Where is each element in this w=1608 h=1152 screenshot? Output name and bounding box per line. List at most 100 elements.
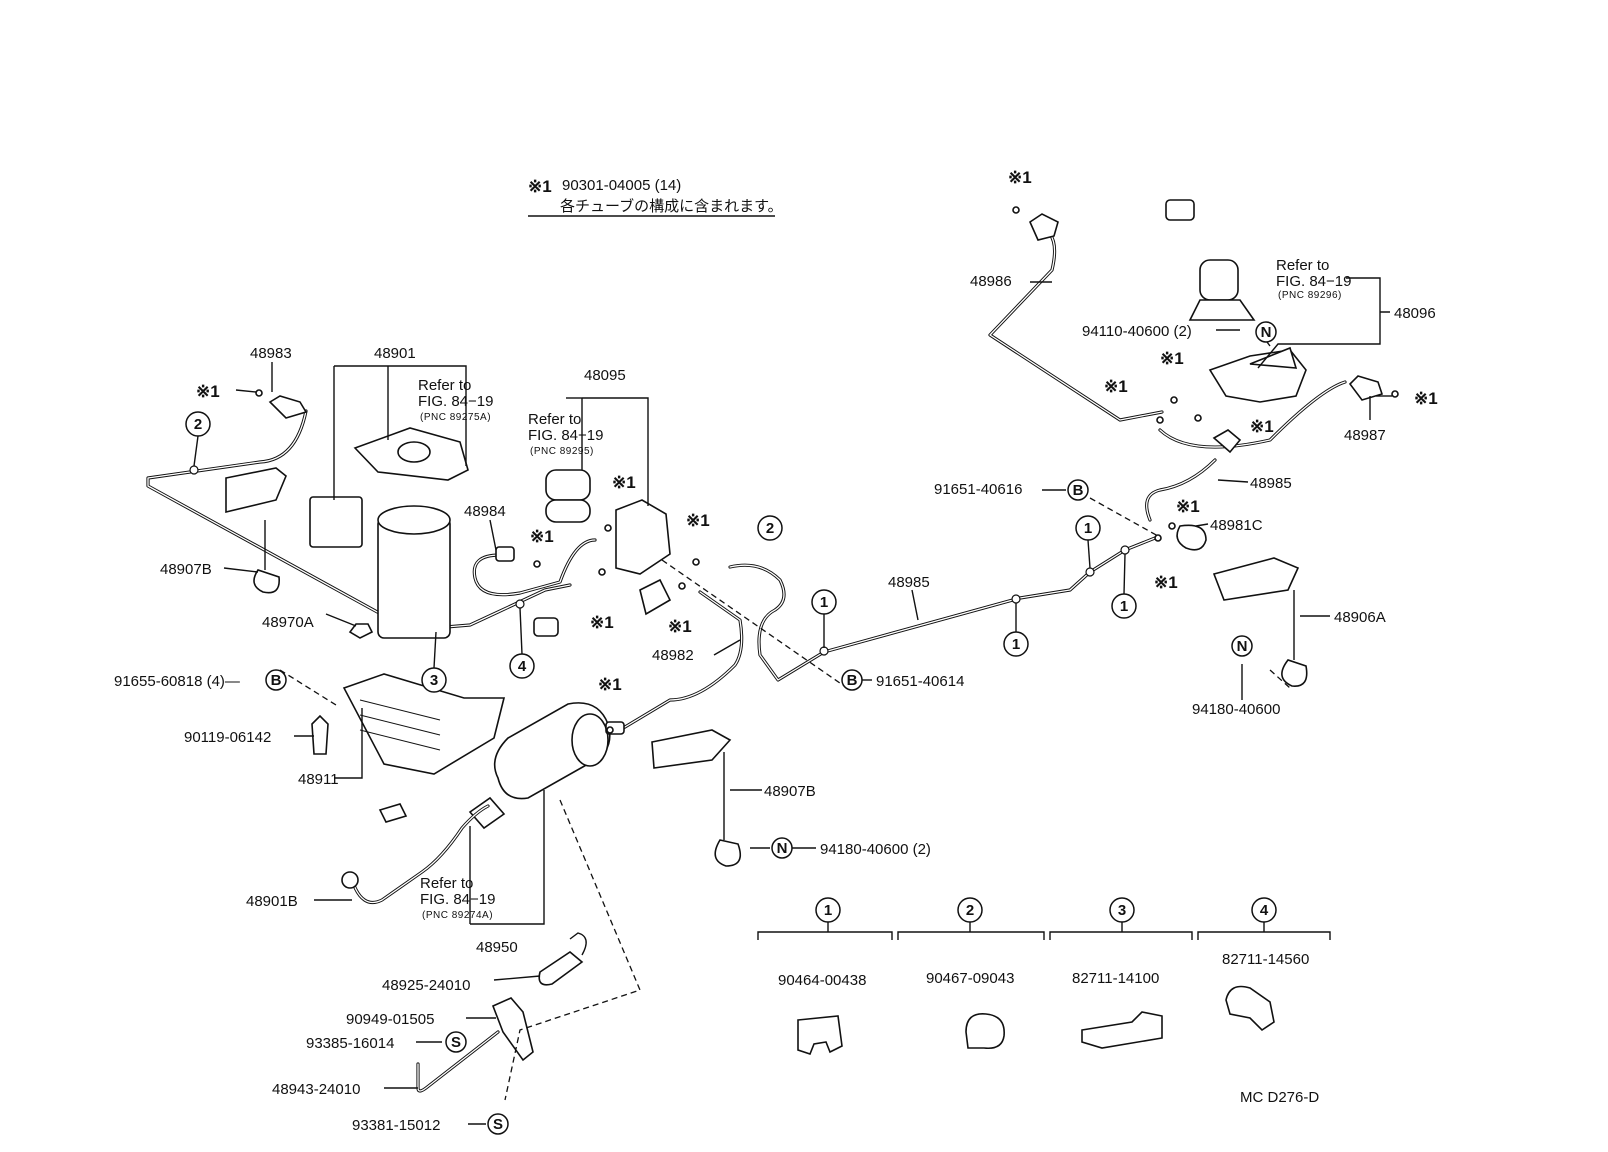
clamp-node <box>515 599 525 609</box>
svg-text:1: 1 <box>820 594 828 611</box>
svg-text:N: N <box>1261 324 1272 341</box>
valve-body-48095 <box>615 499 671 575</box>
svg-text:Refer to: Refer to <box>420 875 473 892</box>
label-48970a: 48970A <box>262 614 314 631</box>
svg-text:2: 2 <box>194 416 202 433</box>
accumulator-48901 <box>377 517 451 639</box>
kome-markers: ※1 ※1 ※1 ※1 ※1 ※1 ※1 ※1 ※1 ※1 ※1 ※1 ※1 ※… <box>196 168 1438 694</box>
note-mark: ※1 <box>528 177 552 196</box>
clamp-col-2: 2 90467-09043 <box>897 897 1045 1050</box>
note-part-number: 90301-04005 (14) <box>562 177 681 194</box>
connector-48950 <box>378 803 408 823</box>
clamp-col-3: 3 82711-14100 <box>1049 897 1193 1049</box>
connector-48096 <box>1165 199 1195 221</box>
svg-text:B: B <box>847 672 858 689</box>
kome1-marker: ※1 <box>196 382 220 401</box>
clamp-ref-1: 1 <box>1111 593 1137 619</box>
kome1-marker: ※1 <box>612 473 636 492</box>
label-48985-mid: 48985 <box>888 574 930 591</box>
clamp-part-1: 90464-00438 <box>778 972 866 989</box>
kome1-marker: ※1 <box>1250 417 1274 436</box>
svg-text:S: S <box>451 1034 461 1051</box>
svg-text:3: 3 <box>1118 902 1126 919</box>
svg-text:3: 3 <box>430 672 438 689</box>
svg-text:FIG. 84−19: FIG. 84−19 <box>420 891 495 908</box>
clamp-ref-1: 1 <box>811 589 837 615</box>
svg-text:FIG. 84−19: FIG. 84−19 <box>418 393 493 410</box>
label-48986: 48986 <box>970 273 1012 290</box>
svg-text:1: 1 <box>1084 520 1092 537</box>
sensor-48984 <box>495 546 515 562</box>
label-48985-right: 48985 <box>1250 475 1292 492</box>
sensor-48987 <box>1348 375 1384 401</box>
clamp-node <box>1011 594 1021 604</box>
label-94180-right: 94180-40600 <box>1192 701 1280 718</box>
svg-text:N: N <box>1237 638 1248 655</box>
letter-circles: B B B N N N S S <box>265 321 1277 1135</box>
label-48981c: 48981C <box>1210 517 1263 534</box>
leader-lines <box>223 277 1392 1125</box>
clamp-90949 <box>491 997 534 1062</box>
label-48950: 48950 <box>476 939 518 956</box>
label-48987: 48987 <box>1344 427 1386 444</box>
kome1-marker: ※1 <box>590 613 614 632</box>
label-48983: 48983 <box>250 345 292 362</box>
clamp-node <box>189 465 199 475</box>
label-90949: 90949-01505 <box>346 1011 434 1028</box>
svg-text:Refer to: Refer to <box>418 377 471 394</box>
label-90119: 90119-06142 <box>184 729 271 746</box>
svg-text:B: B <box>271 672 282 689</box>
refer-89295: Refer to FIG. 84−19 (PNC 89295) <box>528 411 603 457</box>
rod-end-48907b-left <box>253 569 280 594</box>
part-shapes <box>225 199 1399 1093</box>
clamp-part-2: 90467-09043 <box>926 970 1014 987</box>
svg-text:4: 4 <box>518 658 527 675</box>
svg-text:S: S <box>493 1116 503 1133</box>
clamp-ref-2: 2 <box>185 411 211 437</box>
label-94110: 94110-40600 (2) <box>1082 323 1192 340</box>
label-91655: 91655-60818 (4)— <box>114 673 240 690</box>
dashed-reference-lines <box>279 497 1291 1101</box>
clamp-col-1: 1 90464-00438 <box>757 897 893 1055</box>
figure-code: MC D276-D <box>1240 1089 1319 1106</box>
solenoid-48095 <box>545 469 591 501</box>
clamp-shape-4 <box>1225 985 1275 1032</box>
label-91651-40616: 91651-40616 <box>934 481 1022 498</box>
clamp-ref-1: 1 <box>1003 631 1029 657</box>
kome1-note: ※1 90301-04005 (14) 各チューブの構成に含まれます。 <box>528 177 783 217</box>
clamp-shape-2 <box>965 1013 1005 1050</box>
clamp-ref-1: 1 <box>1075 515 1101 541</box>
number-circles: 2 3 4 2 1 1 1 1 <box>185 411 1137 693</box>
s-symbol: S <box>445 1031 467 1053</box>
label-48911: 48911 <box>298 771 339 788</box>
relay-block <box>309 496 363 548</box>
svg-text:2: 2 <box>766 520 774 537</box>
n-symbol: N <box>1231 635 1253 657</box>
svg-text:(PNC 89295): (PNC 89295) <box>530 446 594 457</box>
label-93381: 93381-15012 <box>352 1117 440 1134</box>
filter-48925 <box>538 951 584 986</box>
clamp-node <box>1120 545 1130 555</box>
kome1-marker: ※1 <box>1160 349 1184 368</box>
label-91651-40614: 91651-40614 <box>876 673 964 690</box>
label-48982: 48982 <box>652 647 694 664</box>
clip-48970a <box>348 623 374 639</box>
bracket-48906a <box>1212 557 1300 601</box>
fitting-48085 <box>1212 429 1242 454</box>
label-48907b-mid: 48907B <box>764 783 816 800</box>
clamp-table: 1 90464-00438 2 90467-09043 3 82711-1410… <box>757 897 1331 1055</box>
svg-text:Refer to: Refer to <box>1276 257 1329 274</box>
label-48906a: 48906A <box>1334 609 1386 626</box>
svg-text:4: 4 <box>1260 902 1269 919</box>
switch-48984 <box>533 617 559 637</box>
svg-text:1: 1 <box>1012 636 1020 653</box>
tube-48985-main <box>728 536 1157 682</box>
note-japanese-text: 各チューブの構成に含まれます。 <box>560 197 783 215</box>
clamp-ref-4: 4 <box>509 653 535 679</box>
bracket-48907b-mid <box>651 729 732 769</box>
refer-to-notes: Refer to FIG. 84−19 (PNC 89275A) Refer t… <box>418 257 1351 921</box>
label-48984: 48984 <box>464 503 506 520</box>
b-symbol: B <box>1067 479 1089 501</box>
o-ring <box>255 389 263 397</box>
